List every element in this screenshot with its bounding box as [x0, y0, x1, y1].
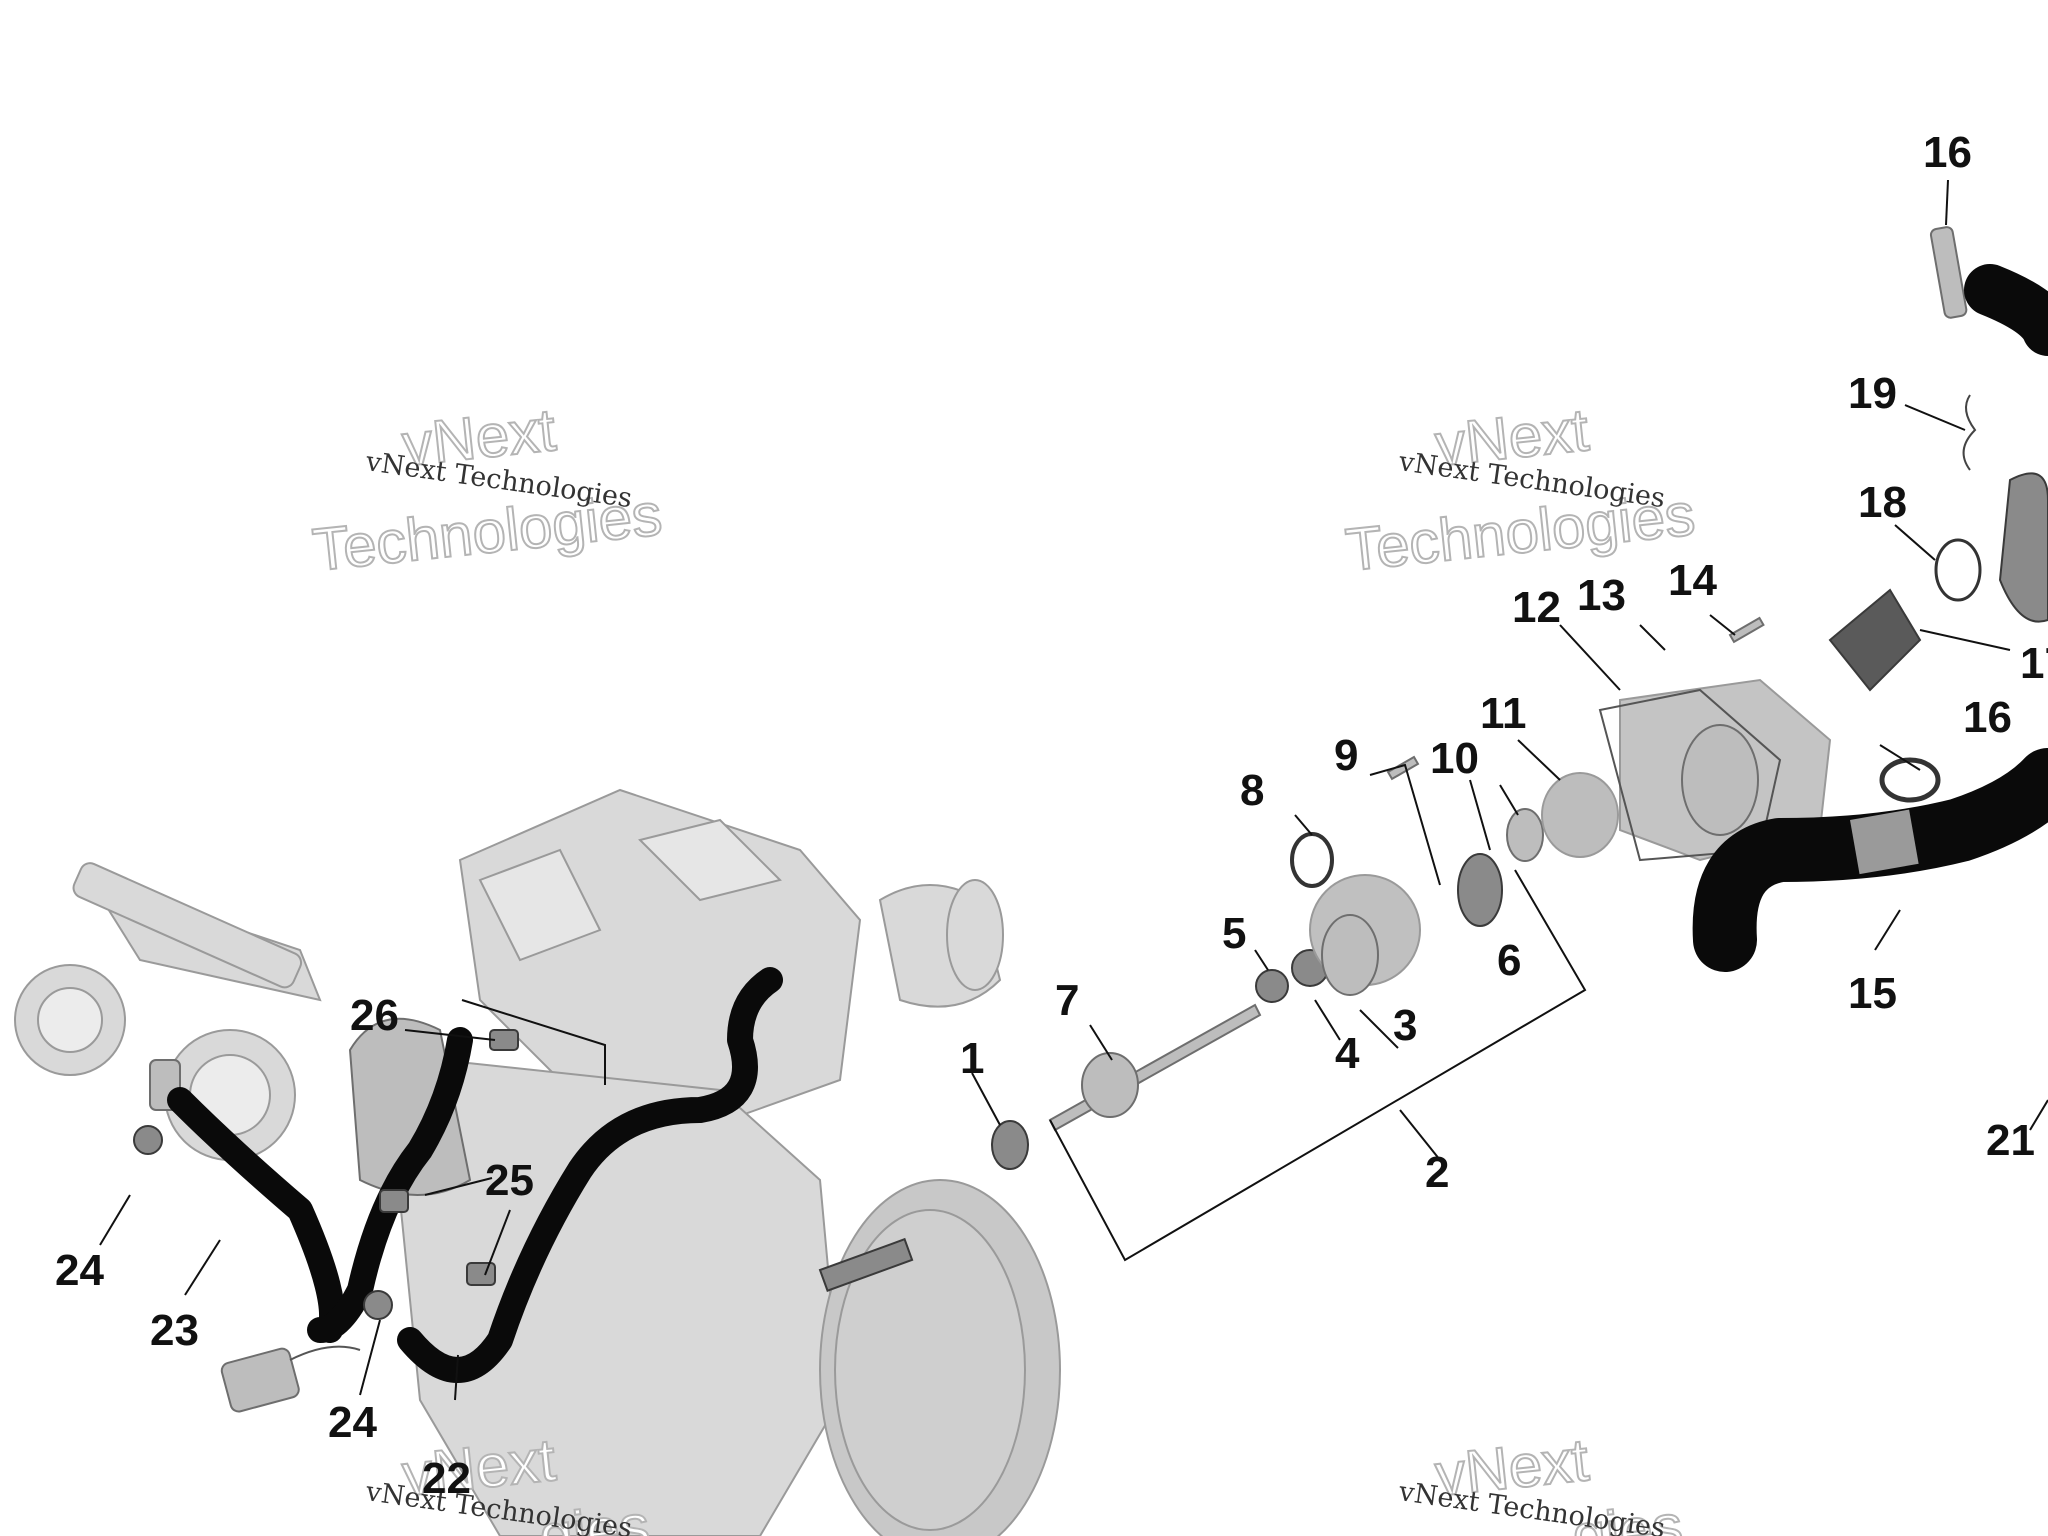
part-17-fitting [1828, 588, 1922, 692]
callout-24-left: 24 [55, 1246, 104, 1295]
part-16-clamp-upper [1929, 226, 1968, 319]
part-10-washer [1506, 808, 1544, 862]
part-17-housing [1998, 472, 2048, 623]
water-pump-parts [991, 226, 2048, 1170]
part-6-seal [1457, 853, 1503, 927]
hose-clip [466, 1262, 496, 1286]
engine-block [14, 788, 1061, 1536]
callout-5: 5 [1222, 909, 1246, 958]
watermark-4: vNext gies vNext Technologies [1396, 1425, 1687, 1536]
hose-clip [379, 1189, 409, 1213]
clamp-24 [363, 1290, 393, 1320]
callout-14: 14 [1668, 556, 1717, 605]
callout-4: 4 [1335, 1029, 1360, 1078]
callout-10: 10 [1430, 734, 1479, 783]
callout-11: 11 [1480, 689, 1527, 738]
hose-23 [167, 1087, 345, 1343]
callout-16-lower: 16 [1963, 693, 2012, 742]
hoses [133, 967, 783, 1383]
callout-21: 21 [1986, 1116, 2035, 1165]
callout-9: 9 [1334, 731, 1358, 780]
part-5 [1255, 969, 1289, 1003]
callout-26: 26 [350, 991, 399, 1040]
callout-12: 12 [1512, 583, 1561, 632]
part-7-shaft [1048, 1003, 1262, 1132]
callouts: 1 2 3 4 5 6 7 8 9 10 11 12 13 14 15 16 1… [55, 128, 2048, 1503]
callout-22: 22 [422, 1454, 471, 1503]
hose-22 [397, 967, 783, 1383]
part-8-ring [1290, 832, 1334, 888]
callout-18: 18 [1858, 478, 1907, 527]
watermark-1: vNext Technologies vNext Technologies [309, 395, 666, 585]
callout-15: 15 [1848, 969, 1897, 1018]
callout-23: 23 [150, 1306, 199, 1355]
part-1-bearing [991, 1120, 1029, 1170]
callout-6: 6 [1497, 936, 1521, 985]
callout-17: 17 [2020, 639, 2048, 688]
callout-7: 7 [1055, 976, 1079, 1025]
part-14-bolt [1728, 616, 1765, 644]
svg-text:vNext: vNext [1432, 396, 1592, 479]
part-19-wire [1962, 394, 1977, 471]
leader-lines [99, 179, 2048, 1401]
part-11-impeller [1541, 772, 1619, 858]
part-3-sleeve [1321, 914, 1379, 996]
callout-8: 8 [1240, 766, 1264, 815]
callout-1: 1 [960, 1034, 984, 1083]
callout-25: 25 [485, 1156, 534, 1205]
callout-19: 19 [1848, 369, 1897, 418]
callout-2: 2 [1425, 1148, 1449, 1197]
part-16-clamp-lower [1879, 757, 1941, 803]
upper-hose [1964, 264, 2048, 356]
part-18-oring [1934, 538, 1982, 602]
part-12-gasket [1598, 688, 1782, 862]
clamp-24 [133, 1125, 163, 1155]
callout-16-top: 16 [1923, 128, 1972, 177]
callout-24-right: 24 [328, 1398, 377, 1447]
part-7-gear [1081, 1052, 1139, 1118]
svg-text:vNext: vNext [1432, 1426, 1592, 1509]
part-9-screw [1386, 755, 1420, 781]
callout-13: 13 [1577, 571, 1626, 620]
callout-3: 3 [1393, 1001, 1417, 1050]
